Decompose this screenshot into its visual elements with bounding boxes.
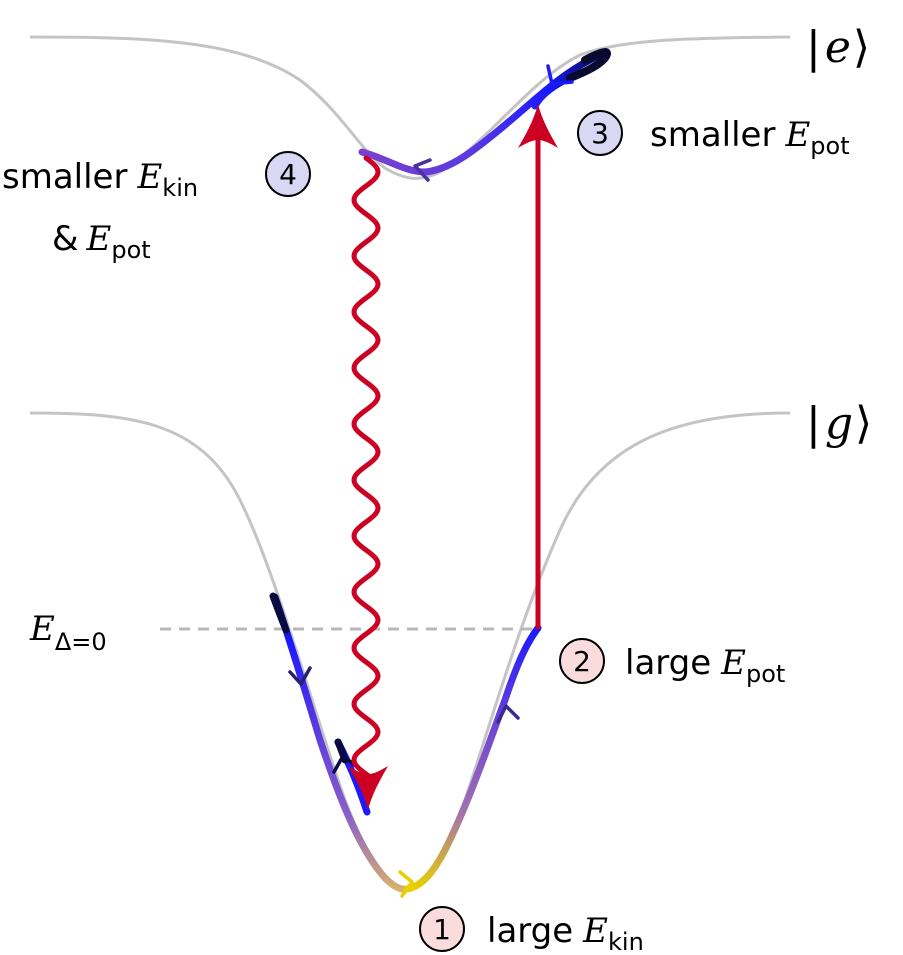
step-3-badge	[577, 110, 623, 156]
arrowhead-right-branch	[496, 704, 520, 724]
energy-level-label: EΔ=0	[29, 609, 107, 656]
ground-state-label: |g⟩	[806, 398, 872, 449]
arrowhead-return-segment	[332, 754, 358, 774]
excited-state-potential-curve	[29, 35, 791, 180]
step-4-badge	[265, 151, 311, 197]
step-3-number: 3	[591, 117, 609, 150]
emission-arrowhead	[348, 766, 388, 810]
step-1-number: 1	[433, 913, 451, 946]
step-4-label-line2: &Epot	[52, 219, 151, 264]
arrowhead-excited-trajectory	[413, 158, 432, 182]
step-4-number: 4	[279, 158, 297, 191]
excited-state-label: |e⟩	[806, 22, 870, 73]
absorption-arrowhead	[518, 104, 558, 148]
excited-trajectory-dark-end	[566, 48, 611, 82]
arrowhead-left-branch	[288, 666, 312, 686]
excited-trajectory	[358, 49, 611, 176]
step-1-badge	[419, 906, 465, 952]
arrowhead-bottom	[398, 870, 414, 898]
ground-trajectory-left-branch	[271, 593, 411, 893]
step-2-badge	[559, 638, 605, 684]
ground-trajectory-right-branch	[403, 624, 542, 893]
ground-trajectory-left-start	[269, 592, 290, 634]
arrowhead-excited-top	[546, 64, 574, 86]
emission-wavy-arrow	[351, 155, 381, 783]
step-2-number: 2	[573, 645, 591, 678]
